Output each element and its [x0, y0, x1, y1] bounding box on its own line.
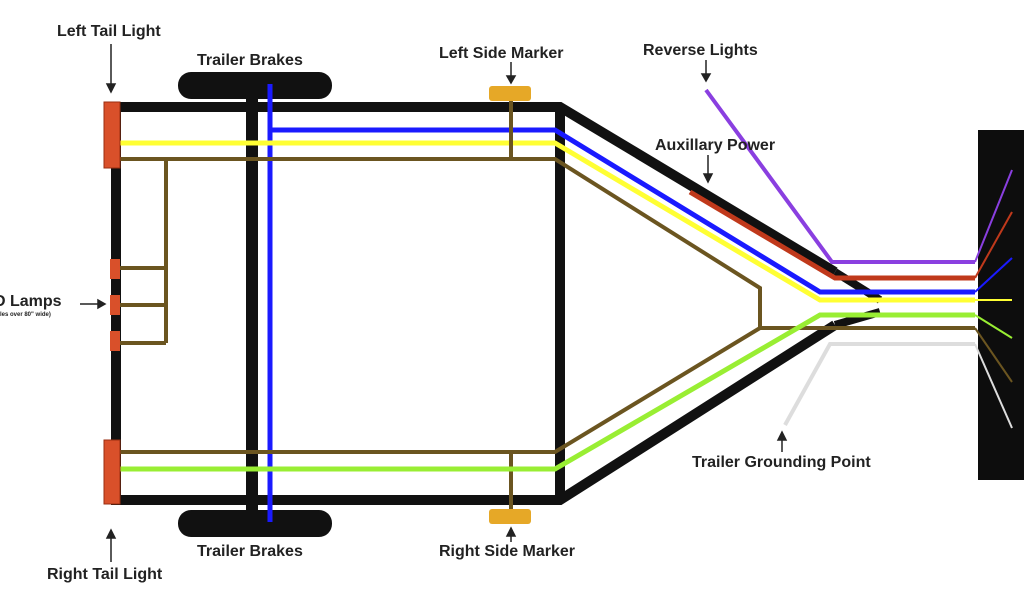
- connector-pin-arrows: [974, 169, 1013, 429]
- green-wire: [120, 312, 975, 472]
- label-left-side-marker: Left Side Marker: [439, 45, 563, 62]
- white-ground-wire: [783, 342, 975, 426]
- label-reverse-lights: Reverse Lights: [643, 42, 758, 59]
- left-side-marker-lamp-icon: [489, 86, 531, 101]
- red-aux-wire: [688, 189, 975, 281]
- id-lamp-icon: [110, 295, 120, 315]
- label-auxiliary-power: Auxillary Power: [655, 137, 775, 154]
- left-tail-light-lamp-icon: [103, 101, 121, 169]
- bottom-tire-icon: [178, 510, 332, 537]
- purple-reverse-wire: [704, 88, 975, 264]
- top-tire-icon: [178, 72, 332, 99]
- label-left-tail-light: Left Tail Light: [57, 23, 161, 40]
- id-lamp-icon: [110, 259, 120, 279]
- yellow-wire: [120, 140, 975, 303]
- label-trailer-brakes-top: Trailer Brakes: [197, 52, 303, 69]
- right-tail-light-lamp-icon: [103, 439, 121, 505]
- trailer-frame: [111, 102, 838, 505]
- id-lamp-icon: [110, 331, 120, 351]
- right-side-marker-lamp-icon: [489, 509, 531, 524]
- pointer-arrows: [80, 44, 788, 562]
- connector-plug-icon: [978, 130, 1024, 480]
- brown-wire: [118, 95, 975, 515]
- label-trailer-grounding-point: Trailer Grounding Point: [692, 454, 871, 471]
- label-trailer-brakes-bottom: Trailer Brakes: [197, 543, 303, 560]
- label-id-lamps: D Lamps: [0, 293, 62, 310]
- label-right-side-marker: Right Side Marker: [439, 543, 575, 560]
- label-right-tail-light: Right Tail Light: [47, 566, 163, 583]
- label-id-lamps-note: les over 80" wide): [0, 312, 51, 318]
